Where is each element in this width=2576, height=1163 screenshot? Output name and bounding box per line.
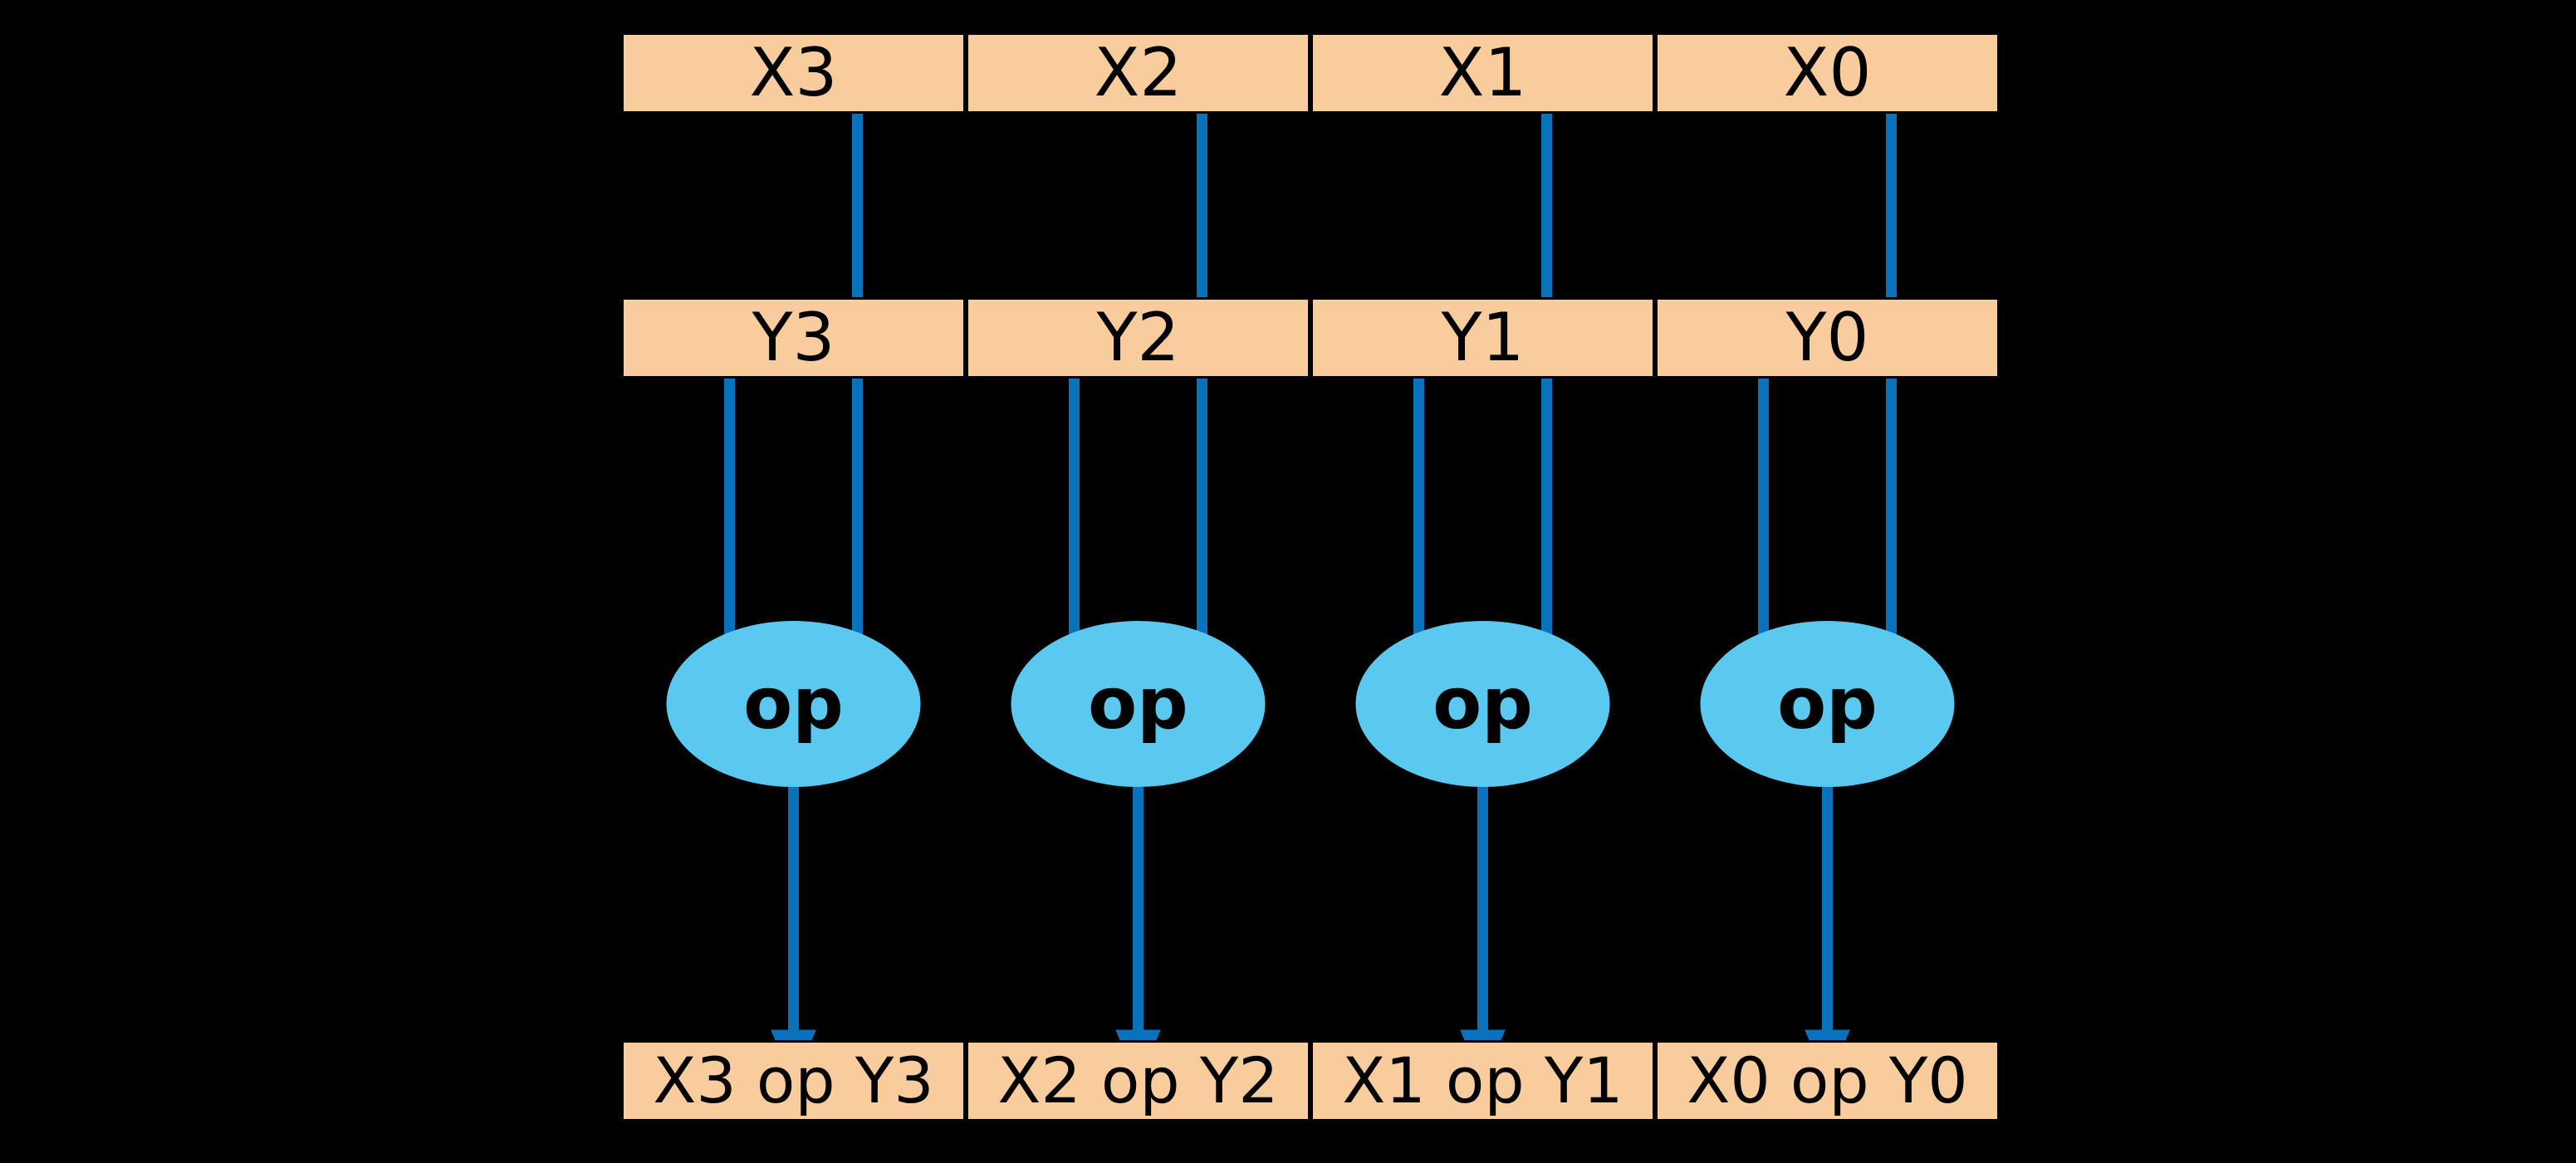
result-cell-0[interactable]: X0 op Y0 bbox=[1655, 1040, 2000, 1121]
op-node-3[interactable] bbox=[666, 621, 921, 787]
operand-x-label-2: X2 bbox=[1094, 34, 1183, 111]
op-node-1[interactable] bbox=[1355, 621, 1610, 787]
result-cell-3[interactable]: X3 op Y3 bbox=[621, 1040, 966, 1121]
operand-y-cell-0[interactable]: Y0 bbox=[1655, 297, 2000, 379]
op-node-0[interactable] bbox=[1700, 621, 1955, 787]
result-cell-2[interactable]: X2 op Y2 bbox=[966, 1040, 1310, 1121]
operand-x-label-0: X0 bbox=[1783, 34, 1872, 111]
result-label-2: X2 op Y2 bbox=[997, 1043, 1279, 1117]
operand-y-cell-2[interactable]: Y2 bbox=[966, 297, 1310, 379]
result-label-0: X0 op Y0 bbox=[1687, 1043, 1968, 1117]
operand-y-label-2: Y2 bbox=[1096, 299, 1180, 376]
operand-y-cell-1[interactable]: Y1 bbox=[1310, 297, 1655, 379]
operand-x-cell-2[interactable]: X2 bbox=[966, 32, 1310, 114]
operand-y-label-3: Y3 bbox=[752, 299, 835, 376]
result-label-3: X3 op Y3 bbox=[653, 1043, 934, 1117]
operand-x-cell-0[interactable]: X0 bbox=[1655, 32, 2000, 114]
operand-y-label-1: Y1 bbox=[1441, 299, 1525, 376]
operand-x-cell-3[interactable]: X3 bbox=[621, 32, 966, 114]
operand-y-label-0: Y0 bbox=[1785, 299, 1869, 376]
operand-x-label-3: X3 bbox=[749, 34, 838, 111]
operand-x-cell-1[interactable]: X1 bbox=[1310, 32, 1655, 114]
result-cell-1[interactable]: X1 op Y1 bbox=[1310, 1040, 1655, 1121]
operand-y-cell-3[interactable]: Y3 bbox=[621, 297, 966, 379]
op-node-2[interactable] bbox=[1011, 621, 1266, 787]
result-label-1: X1 op Y1 bbox=[1342, 1043, 1623, 1117]
operand-x-label-1: X1 bbox=[1438, 34, 1527, 111]
